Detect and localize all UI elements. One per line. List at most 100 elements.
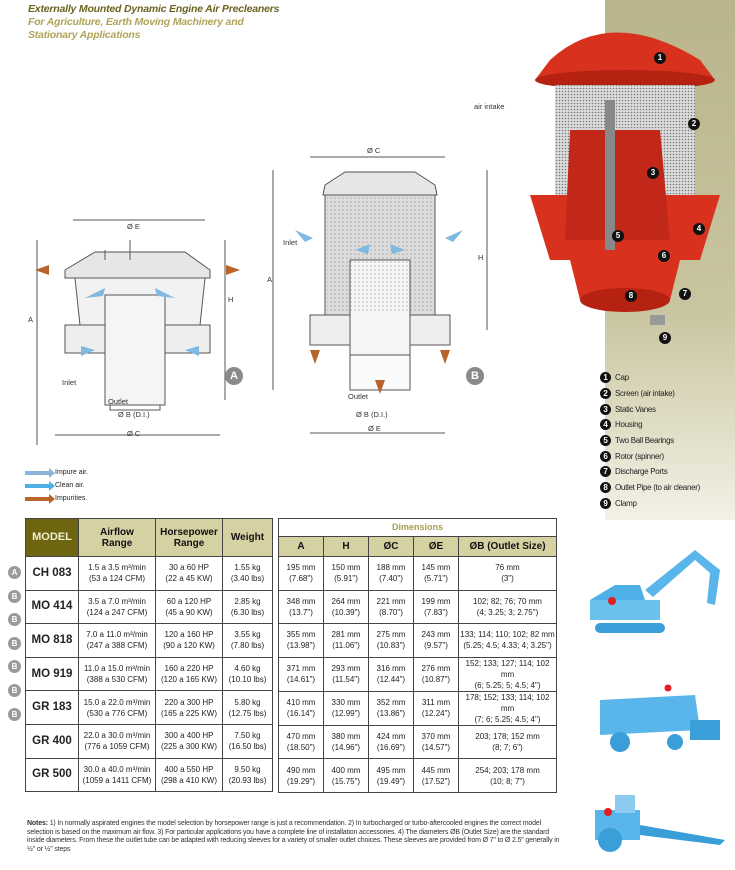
cell-value-imperial: (13.98") <box>286 641 316 651</box>
cell-value-imperial: (4; 3.25; 3; 2.75") <box>476 607 539 617</box>
cell-value: 281 mm <box>331 630 361 640</box>
dim-b-cell: 152; 133; 127; 114; 102 mm(6; 5.25; 5; 4… <box>458 656 557 692</box>
cell-value-imperial: (120 a 165 KW) <box>160 675 218 685</box>
cell-value-imperial: (12.44") <box>376 675 406 685</box>
dim-b-cell: 102; 82; 76; 70 mm(4; 3.25; 3; 2.75") <box>458 589 557 625</box>
harvester-illustration <box>600 684 720 752</box>
table-row: 195 mm(7.68") 150 mm(5.91") 188 mm(7.40"… <box>278 556 557 591</box>
cell-value: 3.55 kg <box>234 630 261 640</box>
drawing-b-diagram <box>272 156 488 434</box>
header-text: Horsepower <box>160 526 218 538</box>
model-cell: GR 183 <box>25 690 79 725</box>
title-line: Externally Mounted Dynamic Engine Air Pr… <box>28 3 280 15</box>
cell-value-imperial: (10; 8; 7") <box>490 776 525 786</box>
horsepower-cell: 300 a 400 HP(225 a 300 KW) <box>155 723 223 759</box>
cell-value: 120 a 160 HP <box>164 630 214 640</box>
cell-value: 470 mm <box>286 732 316 742</box>
header-a: A <box>278 536 324 557</box>
cell-value-imperial: (8.70") <box>379 607 403 617</box>
cell-value-imperial: (7.68") <box>289 574 313 584</box>
table-row: 490 mm(19.29") 400 mm(15.75") 495 mm(19.… <box>278 758 557 793</box>
cell-value-imperial: (6.30 lbs) <box>230 607 265 617</box>
model-cell: CH 083 <box>25 556 79 591</box>
dim-c-cell: 352 mm(13.86") <box>368 690 414 726</box>
cell-value: 152; 133; 127; 114; 102 mm <box>465 658 550 679</box>
cell-value: 300 a 400 HP <box>164 731 214 741</box>
cell-value-imperial: (5.71") <box>424 574 448 584</box>
cell-value-imperial: (14.61") <box>286 675 316 685</box>
dim-c-cell: 424 mm(16.69") <box>368 724 414 760</box>
cell-value-imperial: (9.57") <box>424 641 448 651</box>
dim-c-label-b: Ø C <box>367 146 381 155</box>
table-row: MO 414 3.5 a 7.0 m³/min(124 a 247 CFM) 6… <box>25 589 273 625</box>
dim-b-cell: 203; 178; 152 mm(8; 7; 6") <box>458 724 557 760</box>
cell-value: 264 mm <box>331 596 361 606</box>
dim-b-cell: 76 mm(3") <box>458 556 557 591</box>
dim-c-cell: 316 mm(12.44") <box>368 656 414 692</box>
cell-value-imperial: (53 a 124 CFM) <box>88 574 146 584</box>
cell-value: 133; 114; 110; 102; 82 mm <box>460 630 555 640</box>
part-label: Housing <box>615 420 643 430</box>
horsepower-cell: 220 a 300 HP(165 a 225 KW) <box>155 690 223 725</box>
cell-value-imperial: (1059 a 1411 CFM) <box>82 775 152 785</box>
weight-cell: 9.50 kg(20.93 lbs) <box>222 757 273 793</box>
table-row: CH 083 1.5 a 3.5 m³/min(53 a 124 CFM) 30… <box>25 556 273 591</box>
page-title: Externally Mounted Dynamic Engine Air Pr… <box>28 3 279 42</box>
arrow-icon <box>25 480 55 491</box>
dim-h-label-a: H <box>228 295 234 304</box>
weight-cell: 3.55 kg(7.80 lbs) <box>222 623 273 658</box>
cell-value-imperial: (19.29") <box>286 776 316 786</box>
dim-c-label-a: Ø C <box>127 429 141 438</box>
part-number: 8 <box>600 482 611 494</box>
cell-value-imperial: (13.86") <box>376 709 406 719</box>
weight-cell: 2.85 kg(6.30 lbs) <box>222 589 273 625</box>
callout-3: 3 <box>647 167 659 179</box>
cell-value-imperial: (18.50") <box>286 743 316 753</box>
cell-value: 188 mm <box>376 563 406 573</box>
row-type-badge: B <box>8 660 21 674</box>
airflow-cell: 3.5 a 7.0 m³/min(124 a 247 CFM) <box>78 589 156 625</box>
row-type-badge: B <box>8 707 21 721</box>
dim-h-cell: 281 mm(11.06") <box>323 623 369 658</box>
part-label: Discharge Ports <box>615 467 668 477</box>
airflow-cell: 7.0 a 11.0 m³/min(247 a 388 CFM) <box>78 623 156 658</box>
inlet-label-b: Inlet <box>283 238 298 247</box>
dim-h-cell: 293 mm(11.54") <box>323 656 369 692</box>
row-type-badge: B <box>8 683 21 697</box>
horsepower-cell: 120 a 160 HP(90 a 120 KW) <box>155 623 223 658</box>
cell-value-imperial: (14.96") <box>331 743 361 753</box>
callout-9: 9 <box>659 332 671 344</box>
row-type-badge: B <box>8 613 21 627</box>
cell-value: 276 mm <box>421 664 451 674</box>
cell-value-imperial: (3.40 lbs) <box>230 574 265 584</box>
dim-e-cell: 370 mm(14.57") <box>413 724 459 760</box>
dimensions-table: Dimensions A H ØC ØE ØB (Outlet Size) 19… <box>278 518 557 793</box>
dim-a-cell: 371 mm(14.61") <box>278 656 324 692</box>
cell-value: 311 mm <box>421 698 451 708</box>
dim-a-cell: 470 mm(18.50") <box>278 724 324 760</box>
header-h: H <box>323 536 369 557</box>
dim-e-cell: 145 mm(5.71") <box>413 556 459 591</box>
cell-value-imperial: (11.54") <box>332 675 360 685</box>
subtitle-line-1: For Agriculture, Earth Moving Machinery … <box>28 16 244 28</box>
header-text: Range <box>173 537 205 549</box>
part-number: 9 <box>600 497 611 509</box>
table-row: 470 mm(18.50") 380 mm(14.96") 424 mm(16.… <box>278 724 557 760</box>
cell-value-imperial: (8; 7; 6") <box>492 743 523 753</box>
cell-value: 3.5 a 7.0 m³/min <box>88 596 146 606</box>
dim-b-cell: 178; 152; 133; 114; 102 mm(7; 6; 5.25; 4… <box>458 690 557 726</box>
cell-value: 400 a 550 HP <box>164 764 214 774</box>
part-number: 3 <box>600 403 611 415</box>
cell-value-imperial: (298 a 410 KW) <box>160 775 218 785</box>
weight-cell: 5.80 kg(12.75 lbs) <box>222 690 273 725</box>
dim-h-cell: 264 mm(10.39") <box>323 589 369 625</box>
header-weight: Weight <box>222 518 273 557</box>
callout-2: 2 <box>688 118 700 130</box>
cell-value-imperial: (12.24") <box>421 709 451 719</box>
